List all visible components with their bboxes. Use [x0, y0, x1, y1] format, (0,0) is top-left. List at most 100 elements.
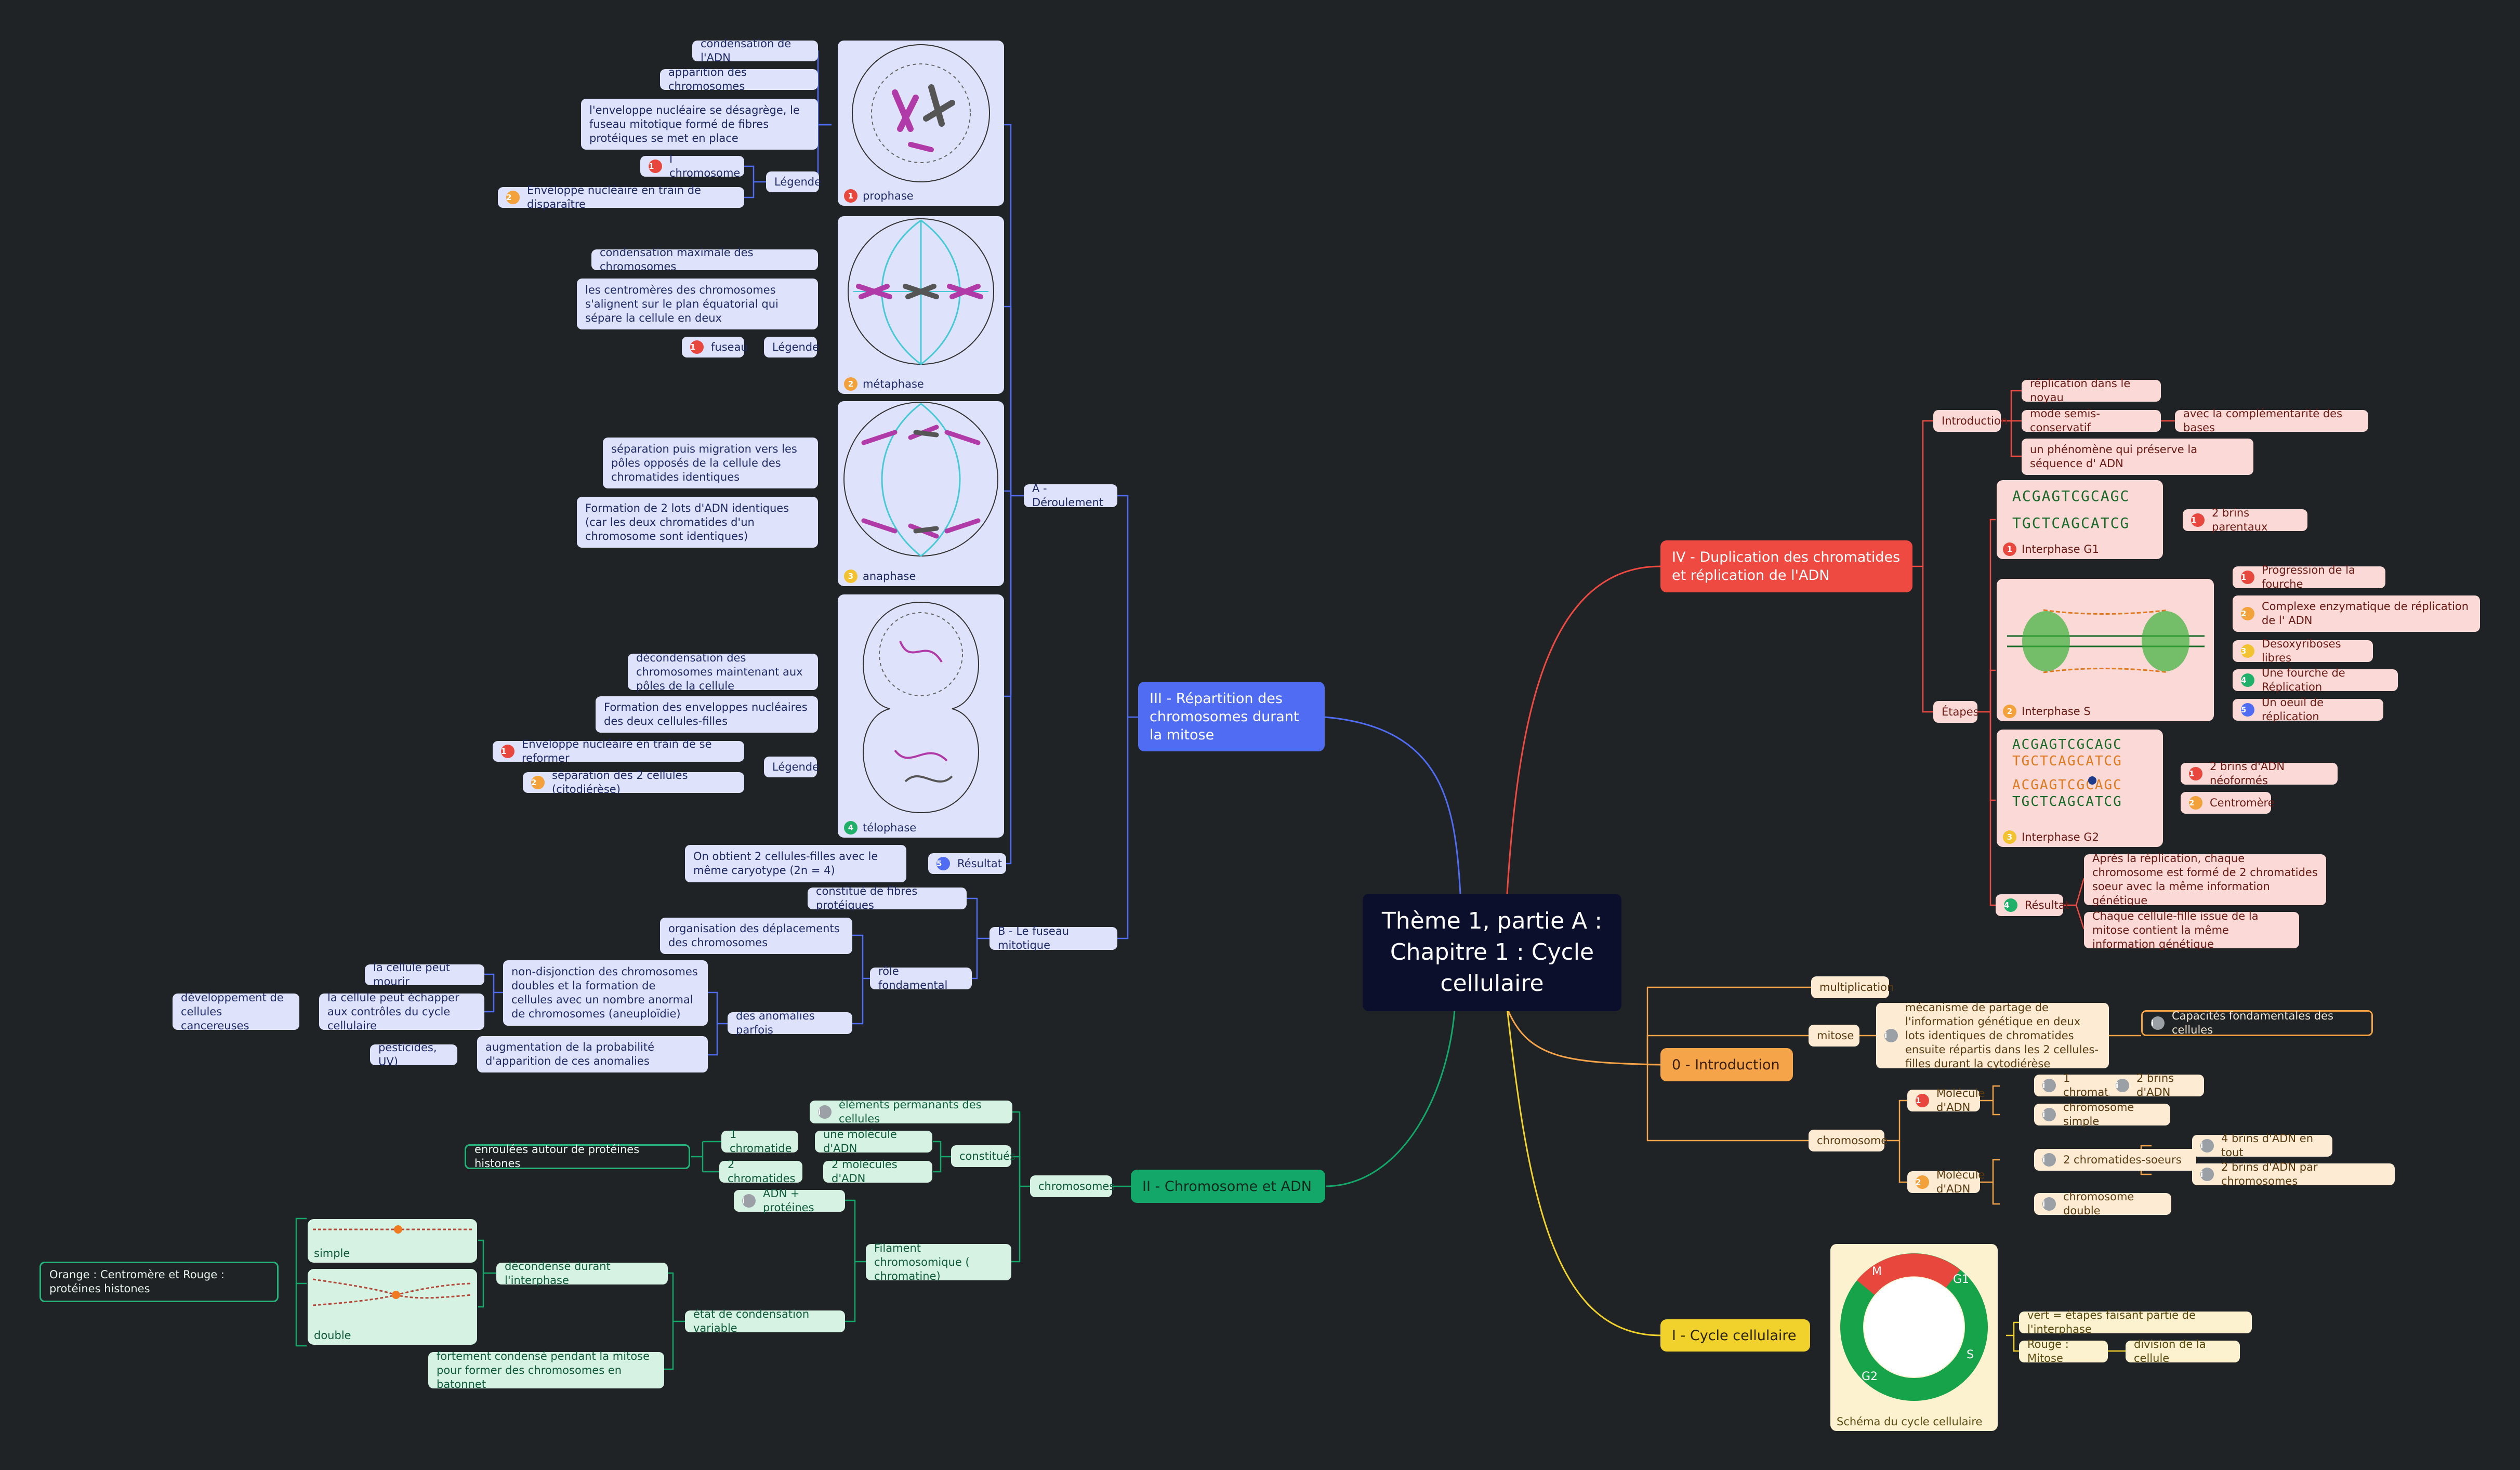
branch-chromosome-adn[interactable]: II - Chromosome et ADN	[1131, 1170, 1325, 1203]
note-formation-2-lots[interactable]: Formation de 2 lots d'ADN identiques (ca…	[577, 497, 818, 548]
node-mitose[interactable]: mitose	[1809, 1025, 1859, 1047]
branch-duplication[interactable]: IV - Duplication des chromatides et répl…	[1660, 540, 1912, 592]
note-orange-rouge[interactable]: Orange : Centromère et Rouge : protéines…	[39, 1262, 279, 1302]
note-icon: i	[2042, 1197, 2056, 1211]
branch-cycle-cellulaire[interactable]: I - Cycle cellulaire	[1660, 1319, 1810, 1352]
note-formation-enveloppes[interactable]: Formation des enveloppes nucléaires des …	[596, 696, 818, 733]
note-condensation-adn[interactable]: condensation de l'ADN	[692, 37, 818, 64]
branch-repartition[interactable]: III - Répartition des chromosomes durant…	[1138, 682, 1325, 751]
chromatin-simple-card[interactable]: simple	[308, 1219, 477, 1263]
chromatin-double-card[interactable]: double	[308, 1269, 477, 1345]
node-filament-chromatine[interactable]: Filament chromosomique ( chromatine)	[866, 1242, 1011, 1282]
node-echapper-controles[interactable]: la cellule peut échapper aux contrôles d…	[319, 991, 484, 1032]
node-rouge-mitose[interactable]: Rouge : Mitose	[2019, 1338, 2108, 1365]
node-deux-molecules-adn[interactable]: 2 molécules d'ADN	[823, 1158, 932, 1185]
note-meme-information[interactable]: Chaque cellule-fille issue de la mitose …	[2084, 910, 2299, 950]
node-organisation-deplacements[interactable]: organisation des déplacements des chromo…	[660, 918, 852, 954]
node-fuseau-mitotique[interactable]: B - Le fuseau mitotique	[989, 925, 1117, 951]
node-vert-interphase[interactable]: vert = étapes faisant partie de l'interp…	[2019, 1309, 2252, 1335]
node-deux-chromatides[interactable]: 2 chromatides	[719, 1158, 802, 1185]
node-division-cellule[interactable]: division de la cellule	[2126, 1338, 2240, 1365]
node-peut-mourir[interactable]: la cellule peut mourir	[365, 961, 484, 988]
note-apparition-chromosomes[interactable]: apparition des chromosomes	[660, 66, 818, 92]
prophase-legende[interactable]: Légende	[766, 171, 821, 192]
central-topic[interactable]: Thème 1, partie A : Chapitre 1 : Cycle c…	[1363, 894, 1621, 1011]
note-separation-migration[interactable]: séparation puis migration vers les pôles…	[603, 438, 818, 488]
note-condensation-maximale[interactable]: condensation maximale des chromosomes	[591, 246, 818, 273]
node-une-chromatide[interactable]: 1 chromatide	[721, 1128, 798, 1155]
node-chromosomes[interactable]: chromosomes	[1030, 1175, 1115, 1197]
node-complementarite-bases[interactable]: avec la complémentarité des bases	[2175, 407, 2368, 434]
node-une-molecule-adn[interactable]: une molécule d'ADN	[815, 1128, 932, 1155]
node-decondense-interphase[interactable]: décondensé durant l'interphase	[496, 1260, 668, 1287]
node-introduction[interactable]: Introduction	[1933, 410, 2008, 432]
telophase-legende[interactable]: Légende	[764, 757, 819, 777]
g2-strand-1: ACGAGTCGCAGC	[2012, 737, 2122, 752]
metaphase-legende[interactable]: Légende	[764, 337, 819, 357]
interphase-s-label: Interphase S	[2022, 705, 2091, 718]
node-multiplication[interactable]: multiplication	[1811, 976, 1894, 998]
node-developpement-cancer[interactable]: développement de cellules cancereuses	[173, 991, 299, 1032]
node-constitue-fibres[interactable]: constitué de fibres protéiques	[808, 885, 967, 911]
node-anomalies[interactable]: des anomalies parfois	[728, 1010, 852, 1036]
badge-2-icon: 2	[2241, 607, 2254, 620]
interphase-g2-card[interactable]: ACGAGTCGCAGC TGCTCAGCATCG ACGAGTCGCAGC T…	[1997, 730, 2163, 847]
node-chromosome[interactable]: chromosome	[1809, 1130, 1888, 1151]
note-decondensation[interactable]: décondensation des chromosomes maintenan…	[628, 652, 818, 692]
cycle-schema-card[interactable]: M G1 S G2 Schéma du cycle cellulaire	[1830, 1244, 1998, 1431]
node-replication-noyau[interactable]: réplication dans le noyau	[2022, 377, 2161, 404]
node-phenomene-sequence[interactable]: un phénomène qui préserve la séquence d'…	[2022, 439, 2253, 475]
node-augmentation-probabilite[interactable]: augmentation de la probabilité d'apparit…	[477, 1036, 708, 1072]
note-2-cellules-filles[interactable]: On obtient 2 cellules-filles avec le mêm…	[685, 845, 906, 882]
node-non-disjonction[interactable]: non-disjonction des chromosomes doubles …	[503, 960, 708, 1026]
note-enveloppe-desagrege[interactable]: l'enveloppe nucléaire se désagrège, le f…	[581, 99, 818, 150]
node-deroulement[interactable]: A - Déroulement	[1024, 482, 1117, 509]
node-constitues[interactable]: constitués	[951, 1145, 1015, 1167]
g2-strand-3: ACGAGTCGCAGC	[2012, 777, 2122, 793]
note-centromeres-alignent[interactable]: les centromères des chromosomes s'aligne…	[577, 279, 818, 329]
node-etat-condensation[interactable]: état de condensation variable	[685, 1308, 845, 1334]
node-fortement-condense[interactable]: fortement condensé pendant la mitose pou…	[428, 1350, 664, 1390]
node-semi-conservatif[interactable]: mode semis-conservatif	[2022, 407, 2161, 434]
node-enroulees-histones[interactable]: enroulées autour de protéines histones	[465, 1143, 690, 1170]
node-etapes[interactable]: Étapes	[1933, 701, 1979, 723]
node-pesticides-uv[interactable]: pesticides, UV)	[370, 1041, 457, 1068]
node-role-fondamental[interactable]: rôle fondamental	[870, 965, 972, 991]
branch-introduction[interactable]: 0 - Introduction	[1660, 1048, 1793, 1081]
note-apres-replication[interactable]: Après la réplication, chaque chromosome …	[2084, 852, 2326, 907]
